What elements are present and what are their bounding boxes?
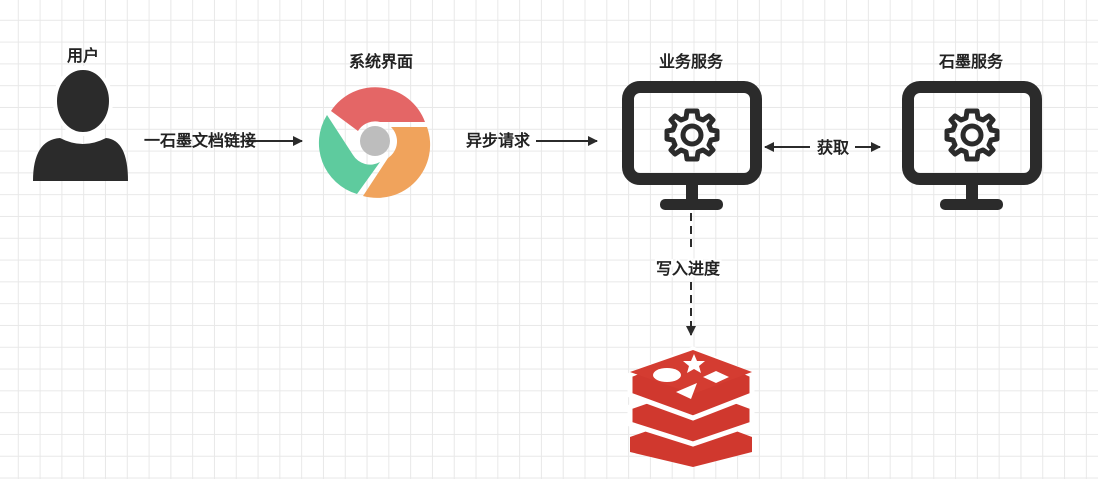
edge-label: 获取 [817, 138, 849, 157]
redis-node[interactable] [627, 346, 755, 467]
user-icon [33, 66, 128, 181]
monitor-icon [902, 81, 1042, 210]
system-ui-node[interactable]: 系统界面 [318, 52, 431, 198]
gear-icon [947, 111, 997, 159]
system-ui-label: 系统界面 [349, 52, 413, 71]
edge-business-to-redis: 写入进度 [654, 213, 723, 336]
redis-icon [627, 346, 755, 467]
gear-icon [667, 111, 717, 159]
edge-business-shimo: 获取 [764, 138, 881, 157]
chrome-icon [318, 87, 431, 198]
edge-label: 一石墨文档链接 [144, 131, 256, 150]
edge-ui-to-business: 异步请求 [466, 131, 598, 150]
business-service-label: 业务服务 [659, 52, 724, 71]
edge-label: 写入进度 [656, 259, 721, 278]
user-label: 用户 [67, 46, 99, 65]
shimo-service-label: 石墨服务 [938, 52, 1004, 71]
edge-label: 异步请求 [466, 131, 531, 150]
user-node[interactable]: 用户 [33, 46, 128, 181]
monitor-icon [622, 81, 762, 210]
business-service-node[interactable]: 业务服务 [622, 52, 762, 210]
shimo-service-node[interactable]: 石墨服务 [902, 52, 1042, 210]
edge-user-to-ui: 一石墨文档链接 [144, 131, 303, 150]
